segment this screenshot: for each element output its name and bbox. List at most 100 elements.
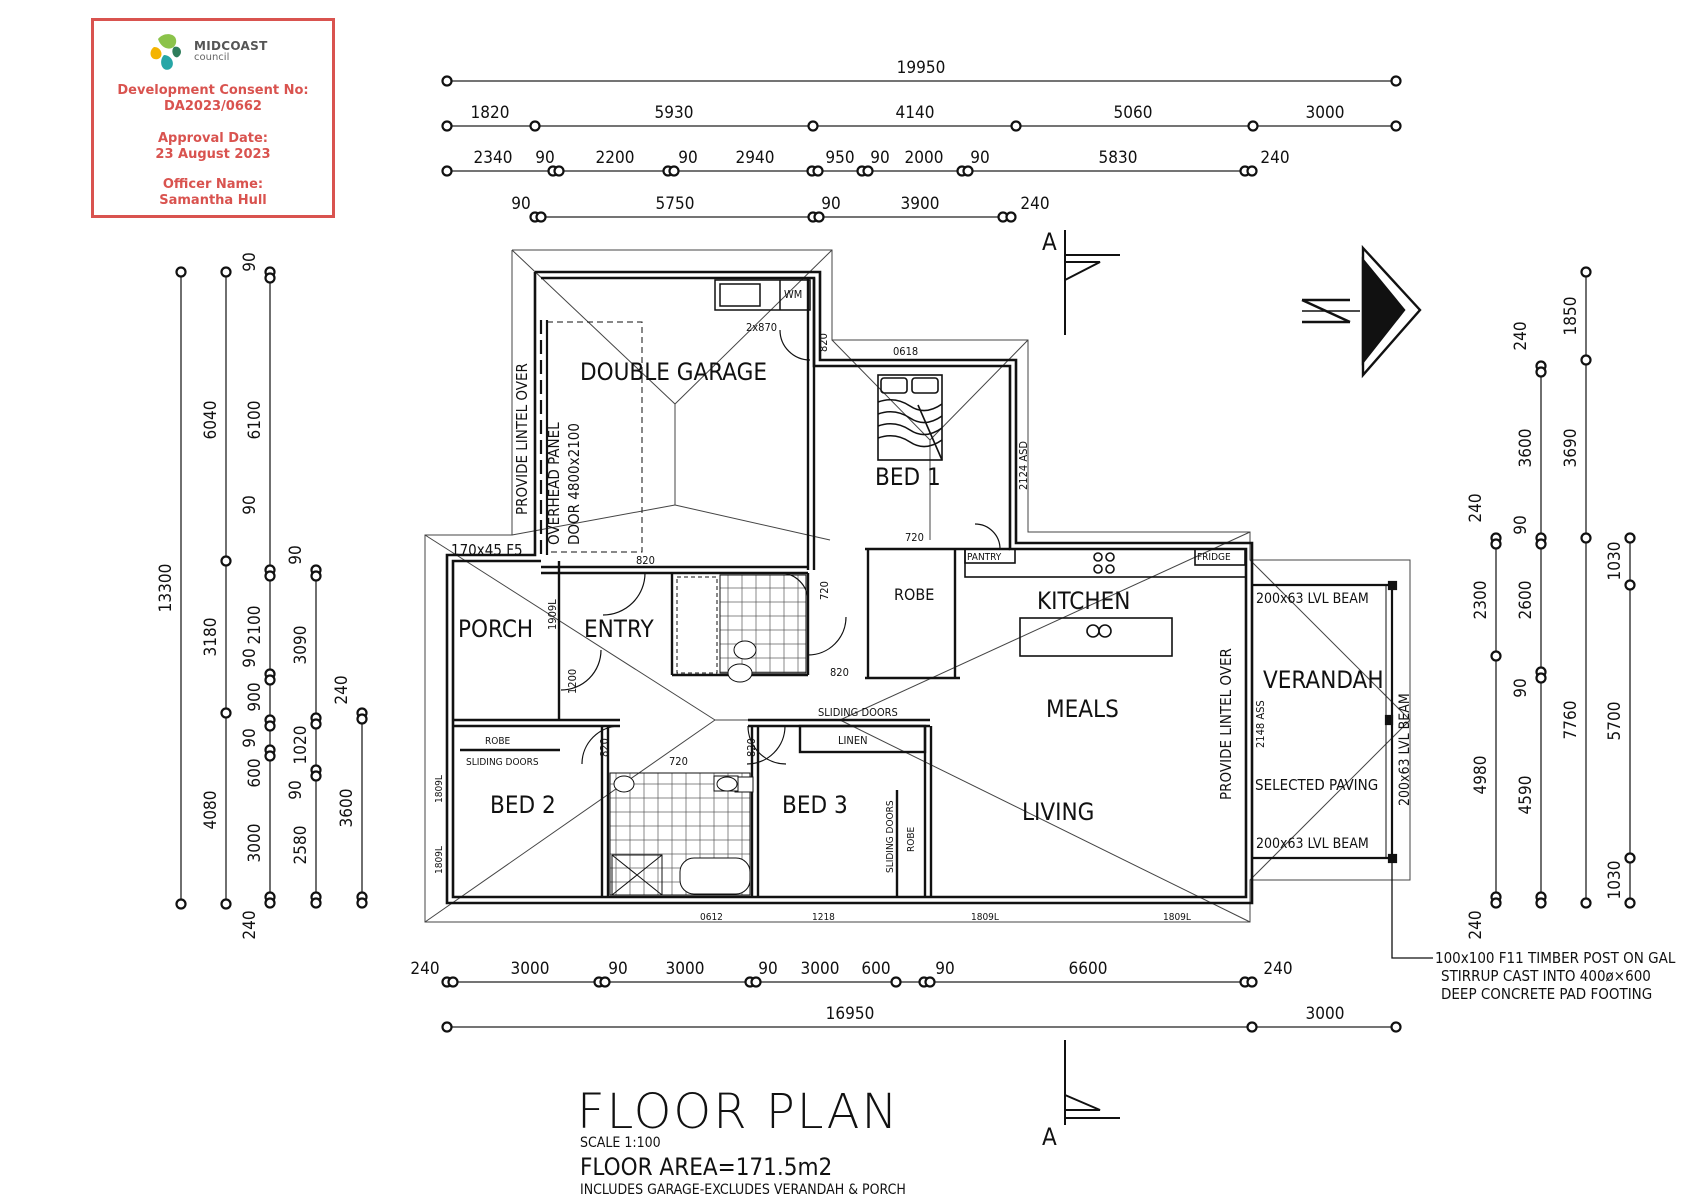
dimension-value: 2600 [1516,581,1536,620]
dimension-tick [220,898,232,910]
dimension-value: 90 [286,780,306,799]
dimension-value: 4140 [896,103,935,123]
dimension-value: 2000 [905,148,944,168]
dimension-tick [264,570,276,582]
dimension-tick [1535,897,1547,909]
dimension-value: 3180 [201,618,221,657]
room-bed-3: BED 3 [782,791,848,819]
room-labels: DOUBLE GARAGE BED 1 PORCH ENTRY ROBE KIT… [458,358,1384,826]
window-1218: 1218 [812,912,835,923]
dimension-tick [924,976,936,988]
dimension-value: 2100 [245,606,265,645]
laundry-fixtures [714,279,811,311]
verandah-beam-bottom: 200x63 LVL BEAM [1256,836,1369,852]
dimension-tick [1624,579,1636,591]
roof-outline [424,249,1411,923]
room-entry: ENTRY [584,615,654,643]
dimension-value: 240 [1466,493,1486,522]
approval-stamp: MIDCOAST council Development Consent No:… [91,18,335,218]
dimension-tick [807,120,819,132]
dimension-tick [1490,897,1502,909]
officer-label: Officer Name: [162,177,264,192]
dimension-tick [441,165,453,177]
paving-label: SELECTED PAVING [1255,776,1378,794]
dimension-tick [812,165,824,177]
dimension-tick [1246,976,1258,988]
dimension-tick [890,976,902,988]
dimension-tick [220,707,232,719]
room-robe-bed1: ROBE [894,585,934,604]
room-porch: PORCH [458,615,533,643]
dimension-value: 240 [1466,910,1486,939]
dimension-value: 240 [1511,321,1531,350]
wet-area-tiles [609,574,807,896]
dimension-tick [1624,852,1636,864]
dimension-tick [356,713,368,725]
overhead-door-label-2: DOOR 4800x2100 [565,423,583,545]
dimension-tick [1390,1021,1402,1033]
dimension-value: 90 [240,728,260,747]
council-logo-icon [150,34,181,70]
sliding-doors-linen: SLIDING DOORS [818,706,898,719]
dimension-tick [1580,532,1592,544]
dimension-tick [264,272,276,284]
door-swings [560,329,1001,765]
dimension-value: 240 [1020,194,1049,214]
window-1809-a: 1809L [434,775,445,803]
dimension-tick [1535,366,1547,378]
window-2124: 2124 ASD [1017,441,1030,490]
dimension-value: 2940 [736,148,775,168]
dimension-value: 1820 [471,103,510,123]
dimension-value: 90 [970,148,989,168]
dimension-value: 3690 [1561,429,1581,468]
dimension-value: 1850 [1561,297,1581,336]
dimension-tick [1247,120,1259,132]
dimension-value: 1030 [1605,861,1625,900]
door-820-laundry: 820 [817,333,830,352]
dimension-tick [1390,75,1402,87]
bed-icon [877,374,943,461]
dimension-value: 90 [511,194,530,214]
post-leader-line [1391,858,1433,959]
dimension-value: 90 [678,148,697,168]
consent-label: Development Consent No: [117,83,309,98]
room-verandah: VERANDAH [1263,666,1384,694]
dimension-value: 5700 [1605,702,1625,741]
door-720-ensuite: 720 [818,581,831,600]
sliding-doors-bed2: SLIDING DOORS [466,757,539,768]
dimension-tick [1246,165,1258,177]
dimension-lines [180,80,1631,1028]
dimension-tick [529,120,541,132]
dimension-value: 90 [821,194,840,214]
dimension-value: 240 [1260,148,1289,168]
dimension-tick [175,898,187,910]
verandah-structure [1252,580,1398,864]
dimension-value: 13300 [156,564,176,613]
dimension-value: 3000 [1306,1004,1345,1024]
dimension-value: 3090 [291,626,311,665]
dimension-tick [1580,266,1592,278]
dimension-value: 90 [758,959,777,979]
dimension-value: 3000 [1306,103,1345,123]
room-double-garage: DOUBLE GARAGE [580,358,767,386]
dimension-value: 90 [240,252,260,271]
door-820-bed2: 820 [598,738,611,757]
dimension-value: 2200 [596,148,635,168]
window-2148: 2148 ASS [1254,700,1267,748]
window-1809-d: 1809L [1163,912,1191,923]
dimension-tick [1005,211,1017,223]
external-walls [445,270,1254,905]
dimension-tick [441,120,453,132]
dimension-tick [535,211,547,223]
dimension-tick [356,897,368,909]
door-720-bath: 720 [669,755,688,768]
dimension-value: 240 [240,910,260,939]
drawing-scale: SCALE 1:100 [580,1135,661,1151]
dimension-value: 90 [1511,515,1531,534]
dimension-tick [310,718,322,730]
door-720-robe: 720 [905,531,924,544]
door-820-garage: 820 [636,554,655,567]
section-marker-bottom [1064,1040,1120,1125]
dimension-value: 2340 [474,148,513,168]
